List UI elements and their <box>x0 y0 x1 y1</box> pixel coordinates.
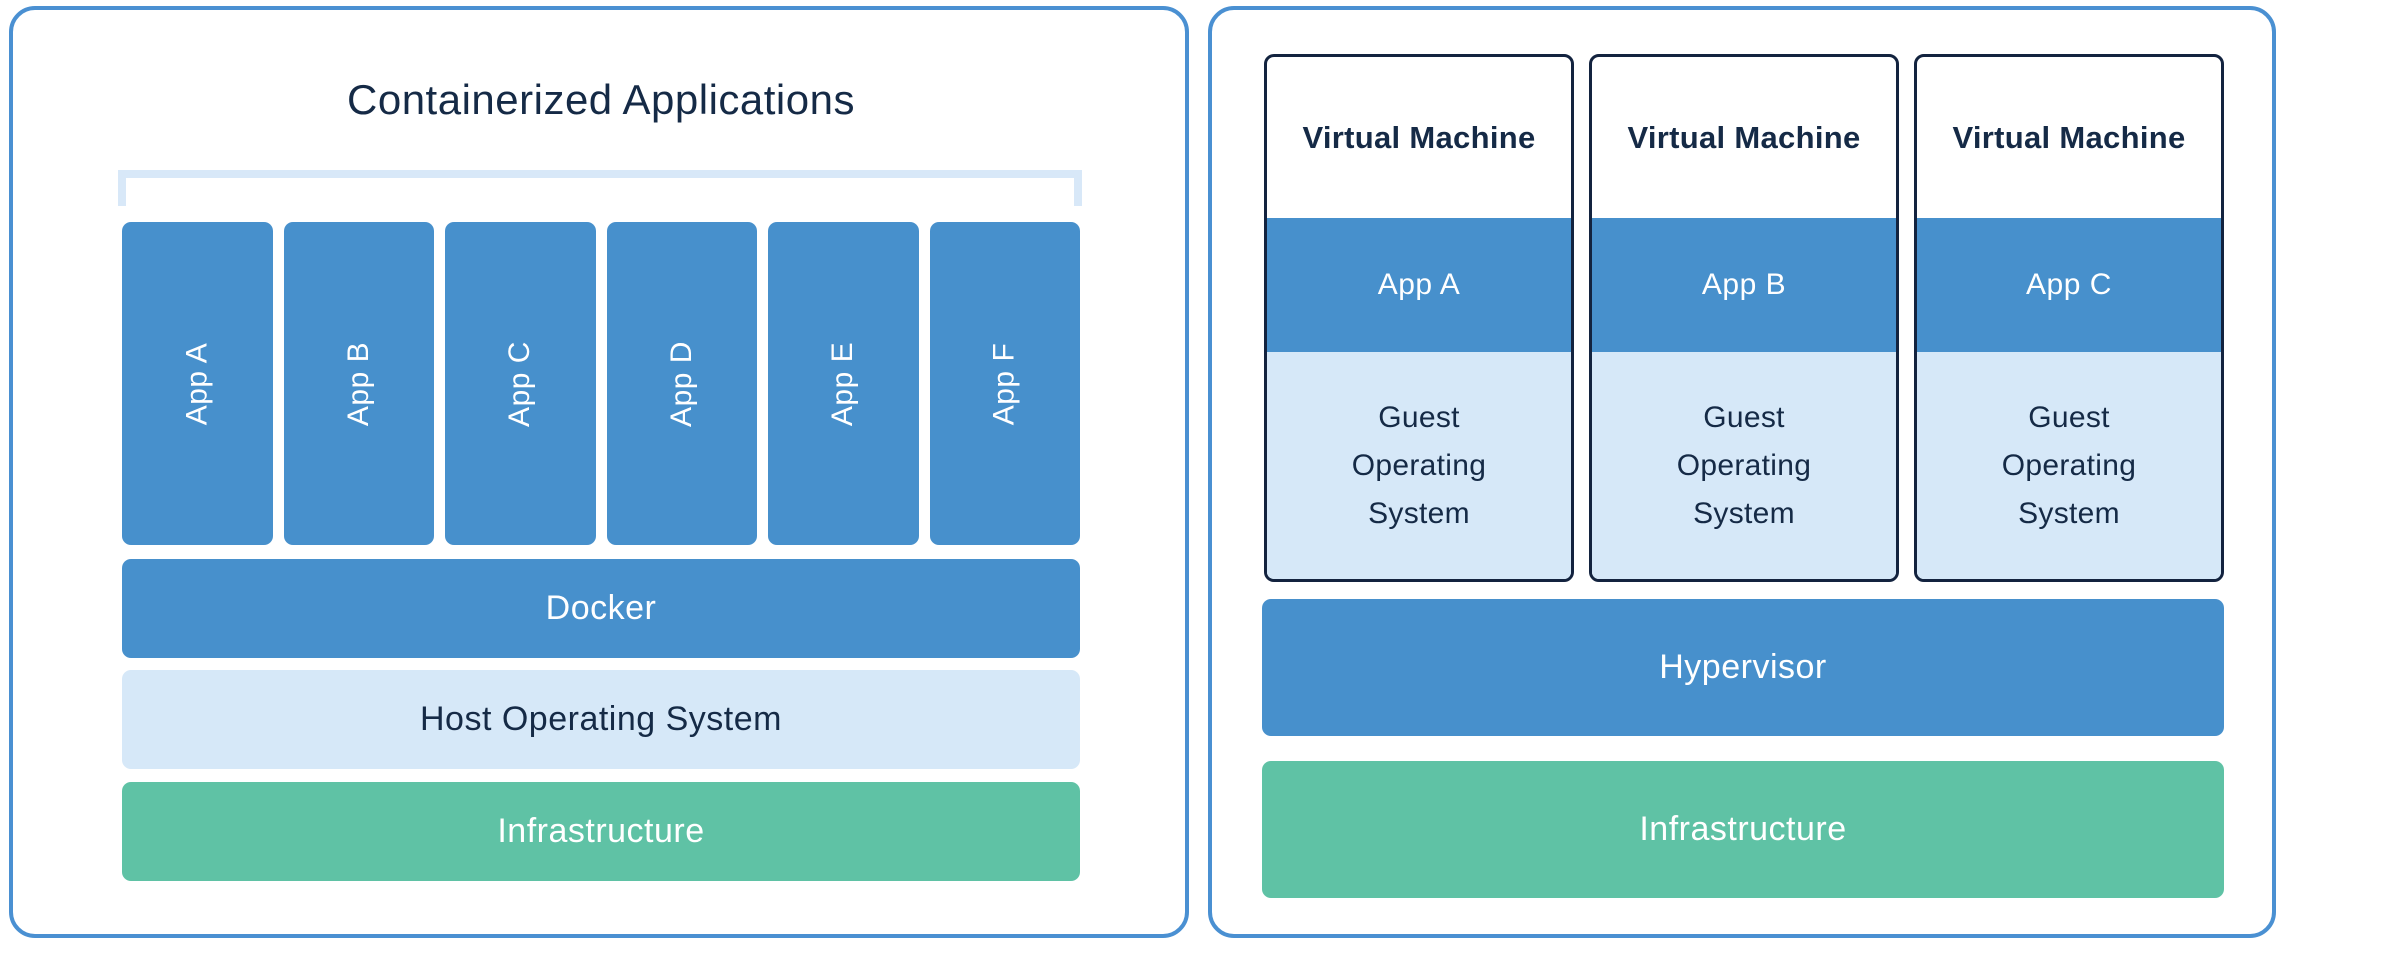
container-app-label: App B <box>341 341 375 426</box>
container-app-label: App F <box>987 342 1021 425</box>
infrastructure-layer: Infrastructure <box>122 782 1080 881</box>
container-app-label: App C <box>503 340 537 427</box>
container-app-label: App A <box>180 342 214 425</box>
container-app-bar: App E <box>768 222 919 545</box>
hypervisor-layer: Hypervisor <box>1262 599 2224 736</box>
container-app-bar: App C <box>445 222 596 545</box>
container-app-bar: App B <box>283 222 434 545</box>
container-apps-row: App A App B App C App D App E App F <box>122 222 1080 545</box>
vm-box: Virtual Machine App A Guest Operating Sy… <box>1264 54 1574 582</box>
container-app-bar: App D <box>606 222 757 545</box>
vm-title: Virtual Machine <box>1627 119 1861 155</box>
containers-panel-title: Containerized Applications <box>347 76 855 123</box>
vm-box: Virtual Machine App C Guest Operating Sy… <box>1914 54 2224 582</box>
vm-title: Virtual Machine <box>1302 119 1536 155</box>
container-app-bar: App F <box>929 222 1080 545</box>
container-app-label: App D <box>664 340 698 427</box>
vm-box: Virtual Machine App B Guest Operating Sy… <box>1589 54 1899 582</box>
container-app-label: App E <box>826 341 860 426</box>
vm-app-section: App A <box>1267 218 1571 352</box>
vm-guest-os-label: Guest Operating System <box>2001 400 2137 530</box>
vm-guest-os-section: Guest Operating System <box>1917 352 2221 579</box>
vm-infrastructure-layer: Infrastructure <box>1262 761 2224 898</box>
vm-guest-os-section: Guest Operating System <box>1267 352 1571 579</box>
vm-guest-os-section: Guest Operating System <box>1592 352 1896 579</box>
container-app-bar: App A <box>122 222 273 545</box>
vm-guest-os-label: Guest Operating System <box>1676 400 1812 530</box>
host-os-layer: Host Operating System <box>122 670 1080 769</box>
vm-title: Virtual Machine <box>1952 119 2186 155</box>
docker-layer: Docker <box>122 559 1080 658</box>
vm-app-section: App C <box>1917 218 2221 352</box>
vm-guest-os-label: Guest Operating System <box>1351 400 1487 530</box>
apps-group-bracket <box>118 170 1082 206</box>
vm-app-section: App B <box>1592 218 1896 352</box>
